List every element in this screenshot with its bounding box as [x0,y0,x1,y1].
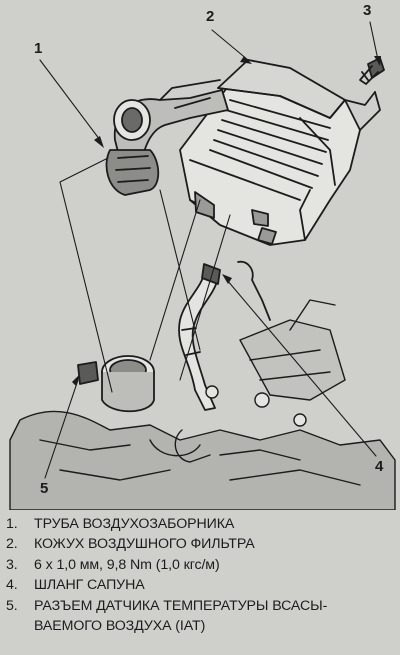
engine-block [9,299,396,510]
leader-lines [39,21,379,479]
callout-4: 4 [375,458,384,475]
legend-text-iat-connector-cont: ВАЕМОГО ВОЗДУХА (IAT) [34,618,206,635]
legend-item-5: 5. РАЗЪЕМ ДАТЧИКА ТЕМПЕРАТУРЫ ВСАСЫ- [6,596,398,616]
legend-text-bolt-spec: 6 х 1,0 мм, 9,8 Nm (1,0 кгс/м) [34,556,220,573]
legend-item-3: 3. 6 х 1,0 мм, 9,8 Nm (1,0 кгс/м) [6,555,398,575]
legend-text-filter-housing: КОЖУХ ВОЗДУШНОГО ФИЛЬТРА [34,536,255,553]
legend-item-5-continued: ВАЕМОГО ВОЗДУХА (IAT) [6,616,398,636]
arrowheads [72,56,381,386]
legend-item-2: 2. КОЖУХ ВОЗДУШНОГО ФИЛЬТРА [6,534,398,554]
callout-5: 5 [40,480,49,497]
legend-text-intake-tube: ТРУБА ВОЗДУХОЗАБОРНИКА [34,516,235,532]
legend-text-breather-hose: ШЛАНГ САПУНА [34,577,145,594]
throttle-body [77,355,155,413]
intake-tube [105,79,229,196]
callout-3: 3 [363,2,372,19]
air-filter-housing [179,59,381,246]
legend-item-1: 1. ТРУБА ВОЗДУХОЗАБОРНИКА [6,514,398,534]
parts-legend: 1. ТРУБА ВОЗДУХОЗАБОРНИКА 2. КОЖУХ ВОЗДУ… [6,514,398,636]
legend-item-4: 4. ШЛАНГ САПУНА [6,575,398,595]
legend-text-iat-connector: РАЗЪЕМ ДАТЧИКА ТЕМПЕРАТУРЫ ВСАСЫ- [34,597,328,614]
callout-2: 2 [206,8,215,25]
callout-1: 1 [34,40,43,57]
air-intake-illustration [9,21,396,510]
